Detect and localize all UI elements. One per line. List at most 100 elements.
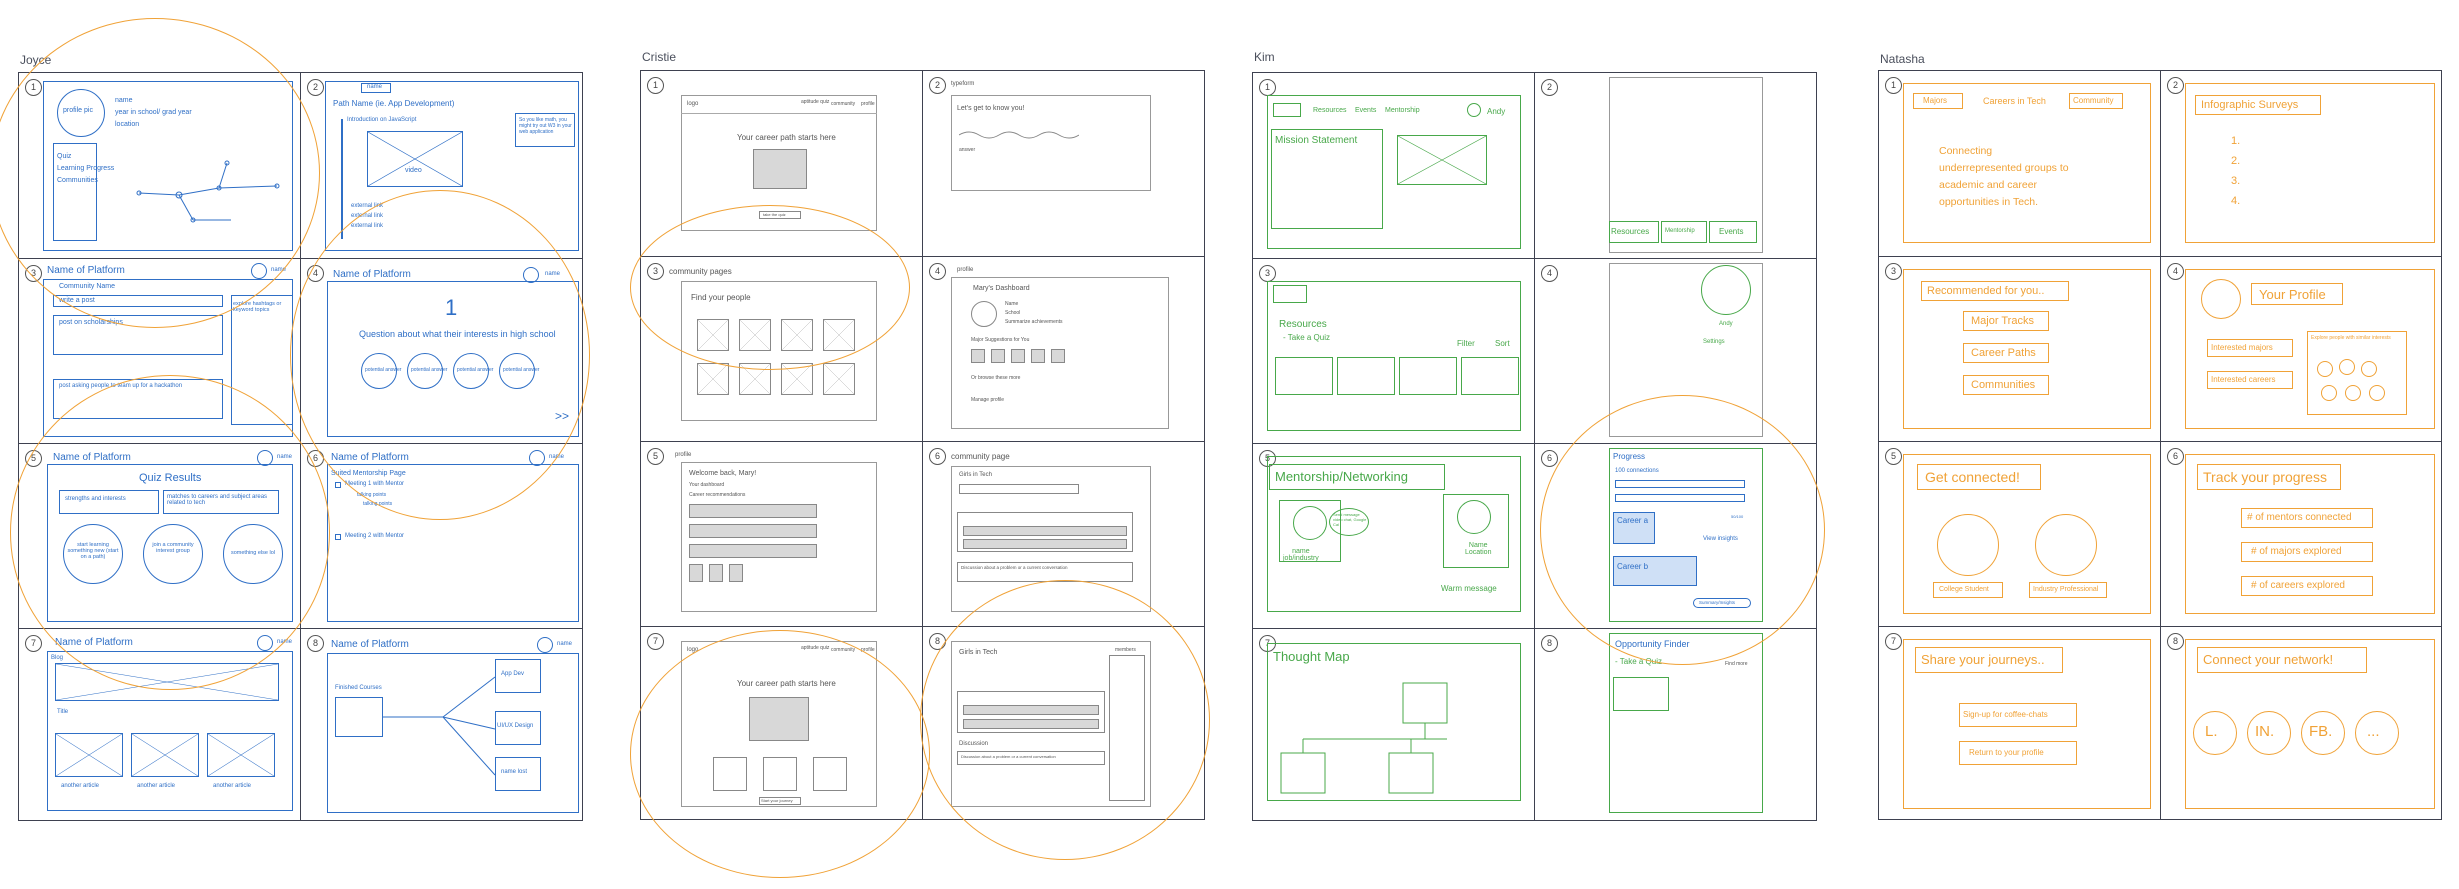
j8-platform-title: Name of Platform	[331, 639, 409, 650]
external-link-1[interactable]: external link	[351, 203, 384, 209]
community-card[interactable]	[781, 319, 813, 351]
n1-tab-community[interactable]	[2069, 93, 2123, 109]
blog-hero-image	[55, 663, 279, 701]
c1-nav-profile[interactable]: profile	[861, 101, 875, 107]
n7-coffee-chats[interactable]	[1959, 703, 2077, 727]
c4-manage[interactable]: Manage profile	[971, 397, 1005, 403]
designer-label-kim: Kim	[1254, 50, 1275, 64]
k1-user[interactable]: Andy	[1487, 107, 1506, 116]
n6-item-1[interactable]	[2241, 508, 2373, 528]
n3-career-paths[interactable]	[1963, 343, 2049, 363]
c7-nav-quiz[interactable]: aptitude quiz	[801, 645, 830, 651]
menu-quiz[interactable]: Quiz	[57, 153, 72, 160]
c6-discussion: Discussion about a problem or a current …	[961, 565, 1068, 570]
n3-career-paths-label: Career Paths	[1971, 347, 2036, 359]
community-card[interactable]	[823, 319, 855, 351]
c1-nav-quiz[interactable]: aptitude quiz	[801, 99, 830, 105]
answer-option-2[interactable]	[407, 353, 443, 389]
n6-item-2-label: # of majors explored	[2251, 546, 2342, 557]
answer-option-3[interactable]	[453, 353, 489, 389]
next-arrow[interactable]: >>	[555, 409, 570, 423]
write-post-input[interactable]	[53, 295, 223, 307]
c1-nav-community[interactable]: community	[831, 101, 856, 107]
community-card[interactable]	[697, 363, 729, 395]
explore-hashtags[interactable]: explore hashtags or keyword topics	[233, 301, 282, 313]
frame-kim-2: 2 Resources Mentorship Events	[1535, 73, 1818, 258]
designer-label-joyce: Joyce	[20, 53, 52, 67]
n8-facebook[interactable]	[2301, 711, 2345, 755]
k5-message-bubble[interactable]	[1329, 508, 1369, 536]
profile-pic-placeholder	[57, 89, 105, 137]
start-learning-label: start learning something new (start on a…	[67, 542, 119, 560]
k8-quiz[interactable]: - Take a Quiz	[1615, 657, 1662, 666]
n5-professional-label: Industry Professional	[2033, 586, 2099, 593]
c7-nav-community[interactable]: community	[831, 647, 856, 653]
k2-resources-button[interactable]	[1609, 221, 1659, 243]
k4-settings[interactable]: Settings	[1703, 339, 1725, 345]
start-learning-circle[interactable]	[63, 524, 123, 584]
course-third-label: name lost	[501, 769, 528, 775]
n1-tab-majors[interactable]	[1913, 93, 1963, 109]
n8-linkedin[interactable]	[2193, 711, 2237, 755]
community-card[interactable]	[823, 363, 855, 395]
n5-professional[interactable]	[2029, 582, 2107, 598]
c7-start-button[interactable]	[759, 797, 801, 805]
frame-natasha-3: 3 Recommended for you.. Major Tracks Car…	[1879, 257, 2160, 441]
answer-option-4[interactable]	[499, 353, 535, 389]
community-card[interactable]	[697, 319, 729, 351]
join-community-circle[interactable]	[143, 524, 203, 584]
k6-career-b[interactable]	[1613, 556, 1697, 586]
meeting-1[interactable]: Meeting 1 with Mentor	[345, 481, 405, 487]
k1-nav-mentorship[interactable]: Mentorship	[1385, 107, 1420, 114]
community-card[interactable]	[781, 363, 813, 395]
frame-joyce-1: 1 profile pic name year in school/ grad …	[19, 73, 300, 258]
n3-major-tracks-label: Major Tracks	[1971, 315, 2034, 327]
n8-more[interactable]	[2355, 711, 2399, 755]
community-card[interactable]	[739, 363, 771, 395]
k1-nav-resources[interactable]: Resources	[1313, 107, 1347, 114]
something-else-circle[interactable]	[223, 524, 283, 584]
k6-career-a[interactable]	[1613, 512, 1655, 544]
k6-small-count: 50/100	[1731, 514, 1744, 519]
menu-communities[interactable]: Communities	[57, 177, 98, 184]
n4-careers-button[interactable]	[2207, 371, 2293, 389]
course-third[interactable]	[495, 757, 541, 791]
n8-instagram[interactable]	[2247, 711, 2291, 755]
article-thumb-2[interactable]	[131, 733, 199, 777]
k8-find-more[interactable]: Find more	[1725, 661, 1748, 667]
external-link-3[interactable]: external link	[351, 223, 384, 229]
n2-item-4: 4.	[2231, 195, 2241, 207]
k3-sort[interactable]: Sort	[1495, 339, 1510, 348]
n3-major-tracks[interactable]	[1963, 311, 2049, 331]
answer-label-1: potential answer	[365, 367, 402, 373]
n4-majors-button[interactable]	[2207, 339, 2293, 357]
c1-quiz-button[interactable]	[759, 211, 801, 219]
k2-events-button[interactable]	[1709, 221, 1757, 243]
n7-return-profile[interactable]	[1959, 741, 2077, 765]
c4-browse[interactable]: Or browse these more	[971, 375, 1021, 381]
menu-learning-progress[interactable]: Learning Progress	[57, 165, 115, 172]
answer-option-1[interactable]	[361, 353, 397, 389]
n4-majors-label: Interested majors	[2211, 343, 2273, 352]
k3-quiz[interactable]: - Take a Quiz	[1283, 333, 1330, 342]
course-app-dev[interactable]	[495, 659, 541, 693]
k3-filter[interactable]: Filter	[1457, 339, 1475, 348]
k6-view-insights[interactable]: View insights	[1703, 536, 1738, 542]
k1-nav-events[interactable]: Events	[1355, 107, 1377, 114]
k6-summary-button[interactable]	[1693, 598, 1751, 608]
k6-career-a-label: Career a	[1617, 516, 1649, 525]
k2-mentorship-button[interactable]	[1661, 221, 1707, 243]
article-thumb-3[interactable]	[207, 733, 275, 777]
meeting-2[interactable]: Meeting 2 with Mentor	[345, 533, 405, 539]
n6-item-3[interactable]	[2241, 576, 2373, 596]
n1-tab-careers[interactable]: Careers in Tech	[1983, 96, 2046, 106]
n6-item-2[interactable]	[2241, 542, 2373, 562]
j8-avatar-name: name	[557, 641, 573, 647]
community-card[interactable]	[739, 319, 771, 351]
external-link-2[interactable]: external link	[351, 213, 384, 219]
course-uiux[interactable]	[495, 711, 541, 745]
n3-communities[interactable]	[1963, 375, 2049, 395]
c7-nav-profile[interactable]: profile	[861, 647, 875, 653]
n5-student[interactable]	[1933, 582, 2003, 598]
article-thumb-1[interactable]	[55, 733, 123, 777]
